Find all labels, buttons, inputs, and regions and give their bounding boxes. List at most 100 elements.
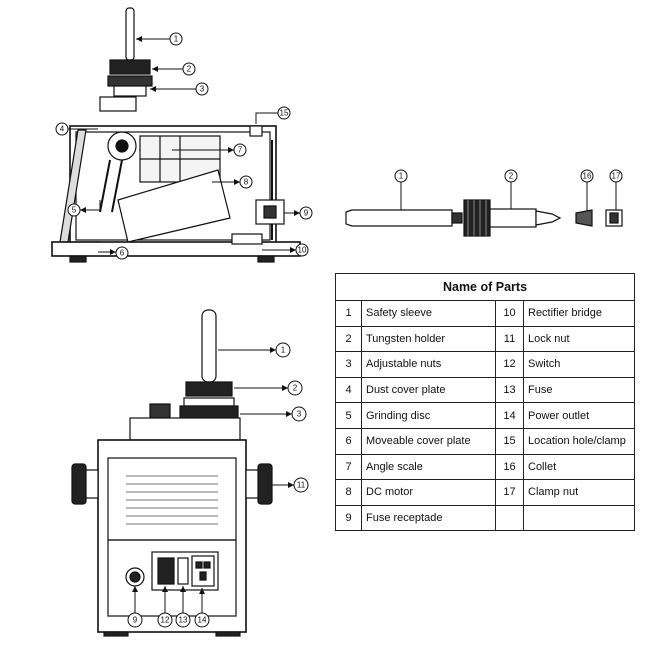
svg-text:13: 13 [179,616,188,625]
part-name: Rectifier bridge [523,300,635,327]
callout-front-1: 1 [275,342,291,358]
callout-side-4: 4 [55,122,69,136]
callout-side-9: 9 [299,206,313,220]
svg-text:2: 2 [293,384,298,393]
part-number: 17 [495,479,524,506]
part-name: Collet [523,453,635,481]
callout-side-1: 1 [169,32,183,46]
callout-holder-17: 17 [609,169,623,183]
part-name: Grinding disc [361,402,496,429]
callout-front-13: 13 [175,612,191,628]
callout-front-9: 9 [127,612,143,628]
part-number [495,504,524,532]
callout-side-2: 2 [182,62,196,76]
callout-holder-2: 2 [504,169,518,183]
part-number: 15 [495,427,524,455]
holder-parts-drawing [345,199,623,237]
callout-front-14: 14 [194,612,210,628]
part-name: Safety sleeve [361,300,496,327]
svg-text:1: 1 [174,35,179,44]
part-name: Fuse receptade [361,504,496,532]
callout-side-10: 10 [295,243,309,257]
part-number: 4 [335,376,362,404]
svg-text:3: 3 [297,410,302,419]
callout-side-8: 8 [239,175,253,189]
callout-holder-16: 16 [580,169,594,183]
svg-text:3: 3 [200,85,205,94]
callout-front-11: 11 [293,477,309,493]
part-number: 8 [335,479,362,506]
side-view-drawing [51,7,301,263]
part-number: 10 [495,300,524,327]
part-name: Switch [523,351,635,378]
svg-text:7: 7 [238,146,243,155]
part-number: 5 [335,402,362,429]
parts-table-title: Name of Parts [335,273,635,301]
svg-text:10: 10 [298,246,307,255]
svg-text:4: 4 [60,125,65,134]
callout-side-7: 7 [233,143,247,157]
svg-text:1: 1 [281,346,286,355]
callout-front-3: 3 [291,406,307,422]
part-number: 9 [335,504,362,532]
callout-front-2: 2 [287,380,303,396]
svg-text:16: 16 [583,172,592,181]
part-number: 6 [335,427,362,455]
svg-text:9: 9 [133,616,138,625]
part-name [523,504,635,532]
part-number: 3 [335,351,362,378]
callout-holder-1: 1 [394,169,408,183]
part-number: 14 [495,402,524,429]
part-name: Clamp nut [523,479,635,506]
part-name: Moveable cover plate [361,427,496,455]
svg-text:9: 9 [304,209,309,218]
svg-text:2: 2 [187,65,192,74]
part-name: Dust cover plate [361,376,496,404]
part-name: Lock nut [523,325,635,353]
part-number: 16 [495,453,524,481]
svg-text:2: 2 [509,172,514,181]
svg-text:5: 5 [72,206,77,215]
svg-text:8: 8 [244,178,249,187]
part-name: Adjustable nuts [361,351,496,378]
part-number: 2 [335,325,362,353]
part-number: 7 [335,453,362,481]
part-name: DC motor [361,479,496,506]
part-name: Tungsten holder [361,325,496,353]
svg-text:12: 12 [161,616,170,625]
callout-side-6: 6 [115,246,129,260]
part-name: Location hole/clamp [523,427,635,455]
part-name: Fuse [523,376,635,404]
side-view-leaders [56,36,300,255]
callout-side-5: 5 [67,203,81,217]
svg-text:14: 14 [198,616,207,625]
part-number: 12 [495,351,524,378]
part-number: 11 [495,325,524,353]
svg-text:11: 11 [297,481,306,490]
holder-parts-leaders [400,182,617,211]
front-view-drawing [71,309,273,637]
part-number: 1 [335,300,362,327]
svg-text:15: 15 [280,109,289,118]
callout-side-3: 3 [195,82,209,96]
callout-side-15: 15 [277,106,291,120]
part-name: Angle scale [361,453,496,481]
part-number: 13 [495,376,524,404]
front-view-leaders [132,347,294,613]
part-name: Power outlet [523,402,635,429]
svg-text:17: 17 [612,172,621,181]
svg-text:6: 6 [120,249,125,258]
svg-text:1: 1 [399,172,404,181]
callout-front-12: 12 [157,612,173,628]
